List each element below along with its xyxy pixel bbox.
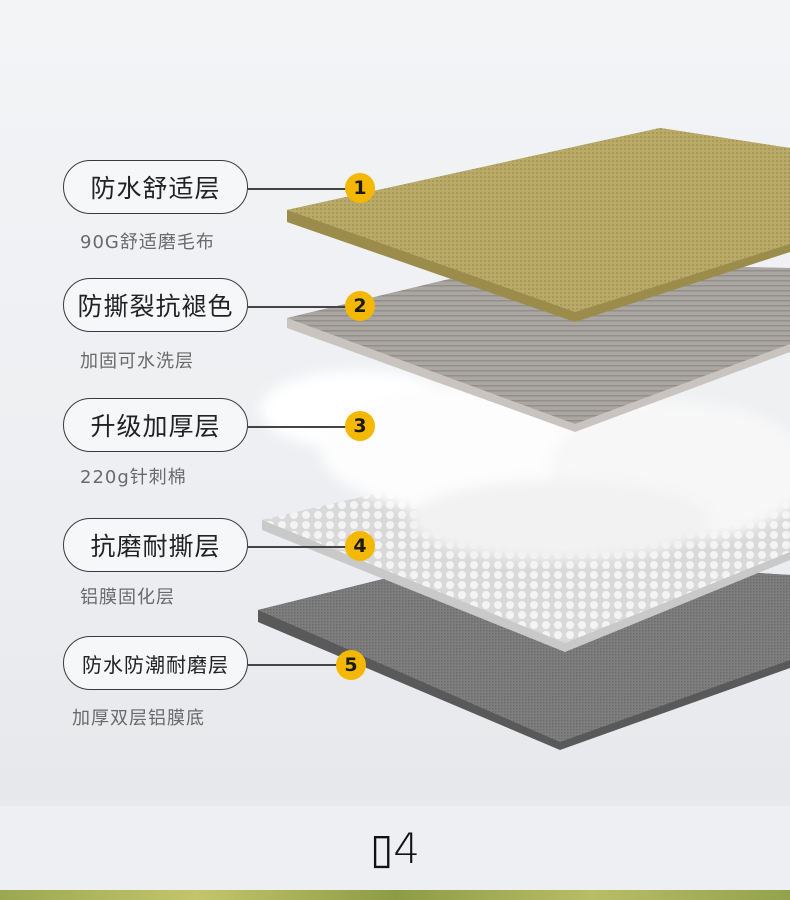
leader-line [248,426,346,428]
layer-subtitle: 90G舒适磨毛布 [80,232,215,253]
leader-line [248,546,346,548]
number-badge: 5 [336,650,366,680]
section-footer: ▯4 [0,806,790,890]
number-badge: 3 [345,411,375,441]
layer-2-sheet [287,262,790,432]
grass-strip [0,890,790,900]
layer-title: 防水舒适层 [63,160,248,214]
layer-title: 防撕裂抗褪色 [63,278,248,332]
layer-title: 抗磨耐撕层 [63,518,248,572]
leader-line [248,664,340,666]
leader-line [248,306,346,308]
layer-subtitle: 加固可水洗层 [80,351,194,372]
number-badge: 2 [345,291,375,321]
leader-line [248,188,346,190]
layer-title: 升级加厚层 [63,398,248,452]
layer-subtitle: 加厚双层铝膜底 [72,708,205,729]
layer-title: 防水防潮耐磨层 [63,636,248,690]
layer-subtitle: 铝膜固化层 [80,587,175,608]
number-badge: 4 [345,531,375,561]
section-number: ▯4 [370,823,420,873]
layer-1-sheet [287,128,790,322]
number-badge: 1 [345,173,375,203]
layer-subtitle: 220g针刺棉 [80,467,187,488]
